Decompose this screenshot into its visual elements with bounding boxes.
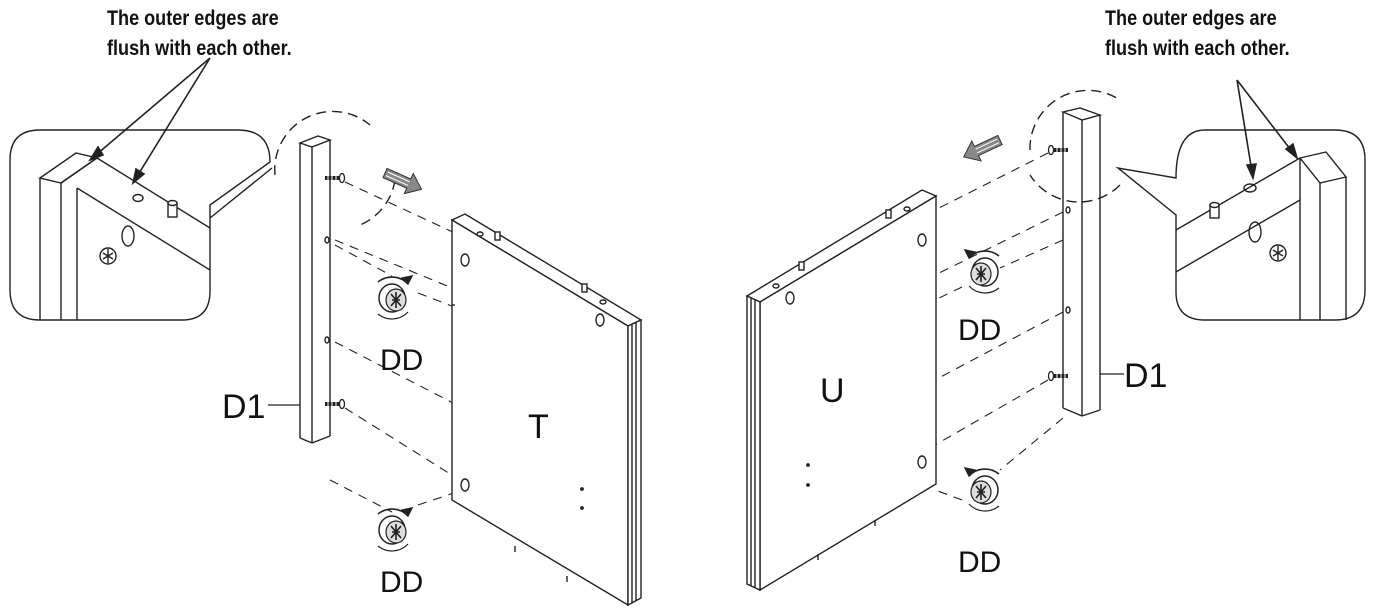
left-direction-arrow <box>382 167 423 195</box>
left-note-arrows <box>88 57 211 186</box>
right-board-u <box>745 189 938 592</box>
label-cam-left-lower: DD <box>380 566 423 599</box>
note-left: The outer edges are flush with each othe… <box>107 4 292 64</box>
left-board-t <box>450 213 643 607</box>
note-right-line-1: The outer edges are <box>1105 7 1277 30</box>
label-d1-right: D1 <box>1124 357 1167 395</box>
labels: D1 D1 T U DD DD DD DD <box>222 314 1167 599</box>
left-assembly <box>9 57 643 607</box>
label-cam-right-upper: DD <box>958 314 1001 347</box>
label-cam-right-lower: DD <box>958 546 1001 579</box>
note-left-line-2: flush with each other. <box>107 37 292 60</box>
left-zoom-callout <box>9 129 273 321</box>
label-board-t: T <box>528 408 549 446</box>
note-right: The outer edges are flush with each othe… <box>1105 4 1290 64</box>
left-guide-lines <box>329 181 471 513</box>
label-d1-left: D1 <box>222 388 265 426</box>
left-side-panel <box>297 135 333 444</box>
right-direction-arrow <box>963 134 1003 162</box>
note-right-line-2: flush with each other. <box>1105 37 1290 60</box>
right-guide-lines <box>934 152 1064 501</box>
right-zoom-callout <box>1115 129 1366 321</box>
label-board-u: U <box>820 372 845 410</box>
right-detail-circle <box>1029 89 1121 203</box>
right-side-panel <box>1060 107 1103 417</box>
note-left-line-1: The outer edges are <box>107 7 279 30</box>
left-detail-circle <box>274 110 396 226</box>
right-note-arrows <box>1236 79 1299 181</box>
right-assembly <box>745 79 1366 592</box>
label-cam-left-upper: DD <box>380 344 423 377</box>
